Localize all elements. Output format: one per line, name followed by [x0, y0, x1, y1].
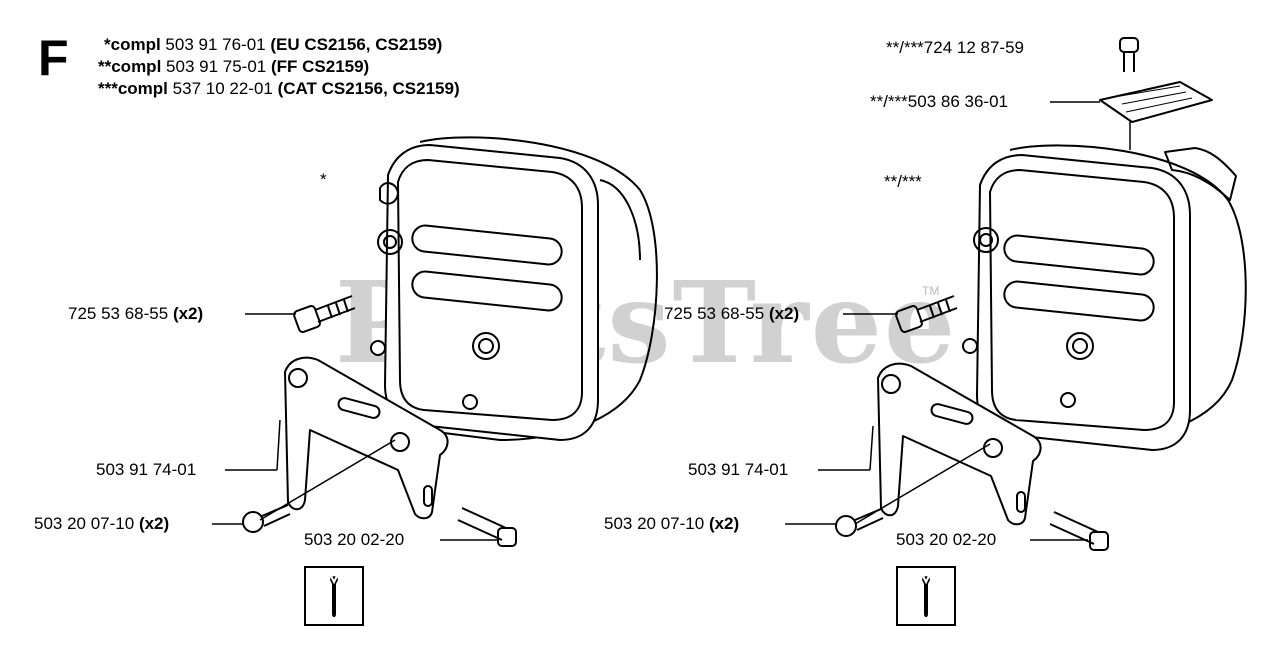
leader-lines-right [785, 101, 1131, 541]
bracket-left [284, 356, 449, 520]
bolt-a-left [242, 504, 291, 533]
label-screw-right: 725 53 68-55 (x2) [664, 304, 800, 323]
label-top-screw-right: **/***724 12 87-59 [886, 38, 1025, 57]
wrench-icon [330, 575, 338, 617]
tool-box-right [896, 566, 956, 626]
label-bolt-a-left: 503 20 07-10 (x2) [34, 514, 170, 533]
bolt-b-right [1049, 511, 1109, 551]
muffler-left [370, 136, 658, 441]
label-bolt-b-right: 503 20 02-20 [896, 530, 997, 549]
screw-right [895, 295, 958, 333]
plate-right [1099, 81, 1213, 123]
tool-box-left [304, 566, 364, 626]
bolt-a-right [835, 508, 884, 537]
leader-lines-left [212, 313, 497, 541]
section-letter: F [38, 30, 69, 86]
header-line-1: *compl 503 91 76-01 (EU CS2156, CS2159) [104, 35, 443, 54]
header-line-2: **compl 503 91 75-01 (FF CS2159) [98, 57, 370, 76]
label-bolt-a-right: 503 20 07-10 (x2) [604, 514, 740, 533]
screw-left [293, 295, 356, 333]
header-line-3: ***compl 537 10 22-01 (CAT CS2156, CS215… [98, 79, 460, 98]
label-bolt-b-left: 503 20 02-20 [304, 530, 405, 549]
bolt-b-left [457, 507, 517, 547]
wrench-icon [922, 575, 930, 617]
label-screw-left: 725 53 68-55 (x2) [68, 304, 204, 323]
label-plate-right: **/***503 86 36-01 [870, 92, 1009, 111]
marker-right: **/*** [884, 172, 922, 191]
label-bracket-right: 503 91 74-01 [688, 460, 789, 479]
watermark-tm: TM [922, 284, 940, 298]
marker-left: * [320, 170, 327, 189]
label-bracket-left: 503 91 74-01 [96, 460, 197, 479]
top-screw-right [1119, 37, 1139, 72]
muffler-right [962, 144, 1247, 451]
